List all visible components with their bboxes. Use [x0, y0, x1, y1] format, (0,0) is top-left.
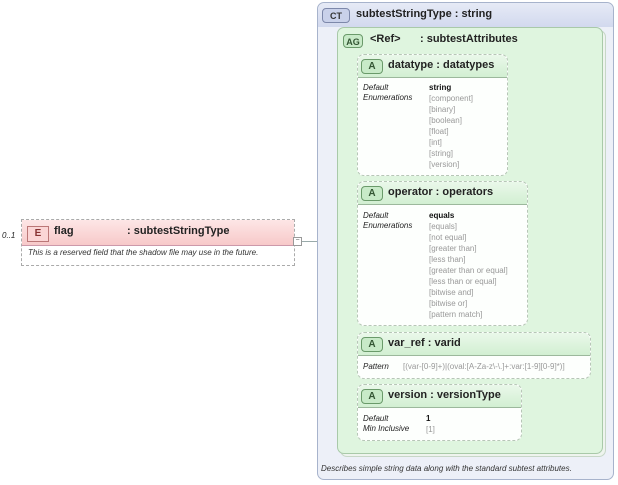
complex-type-header: CT subtestStringType : string — [318, 3, 613, 27]
attribute-badge-icon: A — [361, 59, 383, 74]
attribute-badge-icon: A — [361, 337, 383, 352]
enumeration-value: [bitwise and] — [429, 288, 474, 297]
collapse-toggle-icon[interactable]: − — [293, 237, 302, 246]
default-value: string — [429, 83, 452, 92]
occurrence-label: 0..1 — [2, 231, 16, 240]
enumerations-label: Enumerations — [363, 221, 413, 230]
attribute-datatype[interactable]: A datatype : datatypes Default Enumerati… — [357, 54, 508, 176]
enumeration-value: [less than] — [429, 255, 466, 264]
enumeration-value: [binary] — [429, 105, 456, 114]
default-label: Default — [363, 83, 389, 92]
enumeration-value: [boolean] — [429, 116, 462, 125]
attribute-operator[interactable]: A operator : operators Default Enumerati… — [357, 181, 528, 326]
enumeration-value: [greater than] — [429, 244, 477, 253]
attribute-badge-icon: A — [361, 389, 383, 404]
enumeration-value: [string] — [429, 149, 454, 158]
enumeration-value: [version] — [429, 160, 460, 169]
element-header: E flag : subtestStringType — [22, 220, 294, 246]
attribute-group-ref: <Ref> — [370, 33, 401, 45]
attribute-version[interactable]: A version : versionType Default Min Incl… — [357, 384, 522, 441]
min-inclusive-value: [1] — [426, 425, 435, 434]
attribute-group-badge-icon: AG — [343, 34, 363, 48]
enumerations-label: Enumerations — [363, 93, 413, 102]
enumeration-value: [equals] — [429, 222, 458, 231]
enumeration-value: [bitwise or] — [429, 299, 468, 308]
enumeration-value: [pattern match] — [429, 310, 483, 319]
attribute-header: A var_ref : varid — [358, 333, 590, 356]
attribute-header: A datatype : datatypes — [358, 55, 507, 78]
complex-type-documentation: Describes simple string data along with … — [321, 464, 572, 473]
element-badge-icon: E — [27, 226, 49, 242]
element-name: flag — [54, 225, 74, 237]
attribute-name: operator : operators — [388, 186, 494, 198]
default-value: equals — [429, 211, 455, 220]
complex-type-title: subtestStringType : string — [356, 8, 493, 20]
pattern-label: Pattern — [363, 362, 389, 371]
attribute-header: A version : versionType — [358, 385, 521, 408]
element-type: : subtestStringType — [127, 225, 230, 237]
element-documentation: This is a reserved field that the shadow… — [28, 248, 259, 257]
attribute-name: datatype : datatypes — [388, 59, 495, 71]
element-flag[interactable]: E flag : subtestStringType This is a res… — [21, 219, 295, 266]
enumeration-value: [int] — [429, 138, 442, 147]
complex-type-badge-icon: CT — [322, 8, 350, 23]
enumeration-value: [component] — [429, 94, 474, 103]
enumeration-value: [float] — [429, 127, 449, 136]
enumeration-value: [less than or equal] — [429, 277, 497, 286]
attribute-name: var_ref : varid — [388, 337, 461, 349]
attribute-group-name: : subtestAttributes — [420, 33, 518, 45]
enumeration-value: [not equal] — [429, 233, 467, 242]
attribute-header: A operator : operators — [358, 182, 527, 205]
enumeration-value: [greater than or equal] — [429, 266, 508, 275]
attribute-var-ref[interactable]: A var_ref : varid Pattern [(var-[0-9]+)|… — [357, 332, 591, 379]
pattern-value: [(var-[0-9]+)|(oval:[A-Za-z\-\.]+:var:[1… — [403, 362, 565, 371]
min-inclusive-label: Min Inclusive — [363, 424, 410, 433]
default-label: Default — [363, 414, 389, 423]
attribute-badge-icon: A — [361, 186, 383, 201]
default-label: Default — [363, 211, 389, 220]
default-value: 1 — [426, 414, 431, 423]
attribute-name: version : versionType — [388, 389, 501, 401]
